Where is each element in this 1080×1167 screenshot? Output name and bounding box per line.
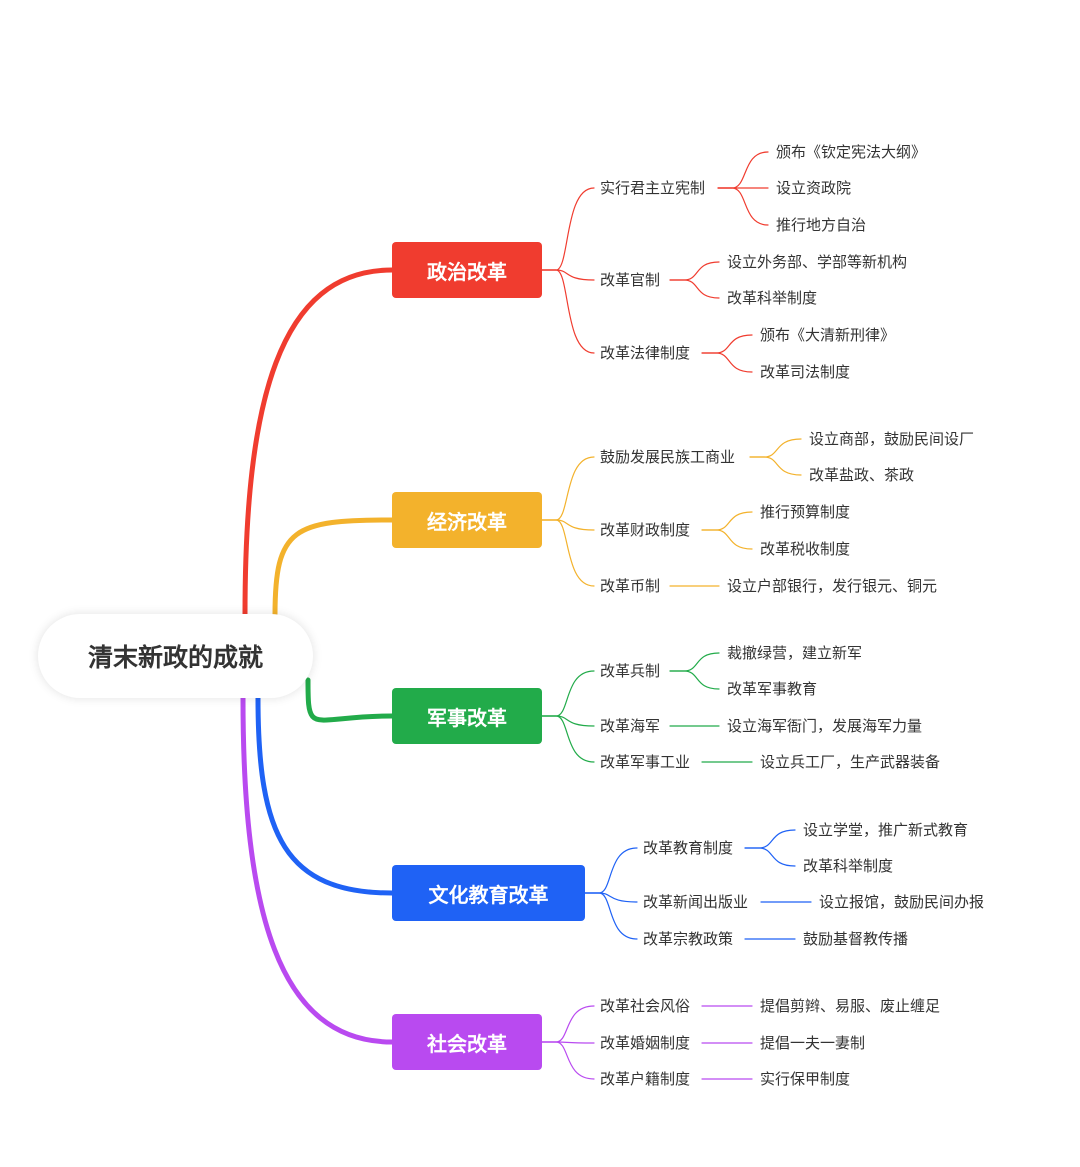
root-title: 清末新政的成就 <box>87 643 263 672</box>
branch-sub-connector <box>541 519 595 531</box>
sub-leaf-connector <box>701 511 753 531</box>
leaf-topic[interactable]: 设立海军衙门，发展海军力量 <box>727 717 923 735</box>
leaf-topic[interactable]: 提倡剪辫、易服、废止缠足 <box>760 997 941 1015</box>
subtopic[interactable]: 改革军事工业 <box>600 753 691 771</box>
leaf-topic[interactable]: 改革盐政、茶政 <box>809 466 915 484</box>
sub-leaf-connector <box>701 529 753 550</box>
sub-leaf-connector <box>717 151 769 189</box>
branch-sub-connector <box>541 187 595 271</box>
sub-leaf-connector <box>701 352 753 373</box>
leaf-topic[interactable]: 颁布《大清新刑律》 <box>760 326 896 344</box>
leaf-topic[interactable]: 设立资政院 <box>776 179 852 197</box>
branch-sub-connector <box>584 847 638 894</box>
leaf-topic[interactable]: 实行保甲制度 <box>760 1070 851 1088</box>
subtopic[interactable]: 改革币制 <box>600 577 661 595</box>
subtopic[interactable]: 改革教育制度 <box>643 839 734 857</box>
leaf-topic[interactable]: 设立兵工厂，生产武器装备 <box>760 753 941 771</box>
branch-topic[interactable]: 社会改革 <box>392 1014 542 1070</box>
sub-leaf-connector <box>744 829 796 849</box>
leaf-topic[interactable]: 裁撤绿营，建立新军 <box>727 644 863 662</box>
leaf-topic[interactable]: 设立商部，鼓励民间设厂 <box>809 430 975 448</box>
branch-sub-connector <box>541 269 595 281</box>
leaf-topic[interactable]: 推行地方自治 <box>776 216 867 234</box>
root-branch-connector <box>305 677 395 723</box>
root-branch-connector <box>240 695 395 1045</box>
subtopic[interactable]: 实行君主立宪制 <box>600 179 706 197</box>
branch-sub-connector <box>541 715 595 727</box>
subtopic[interactable]: 改革官制 <box>600 271 661 289</box>
sub-leaf-connector <box>669 279 720 299</box>
leaf-topic[interactable]: 改革司法制度 <box>760 363 851 381</box>
root-branch-connector <box>255 695 395 896</box>
root-branch-connector <box>242 267 395 618</box>
sub-leaf-connector <box>669 261 720 281</box>
subtopic[interactable]: 改革户籍制度 <box>600 1070 691 1088</box>
branch-sub-connector <box>541 519 595 587</box>
sub-leaf-connector <box>701 334 753 354</box>
branch-sub-connector <box>541 456 595 521</box>
branch-topic[interactable]: 经济改革 <box>392 492 542 548</box>
leaf-topic[interactable]: 改革税收制度 <box>760 540 851 558</box>
branch-label: 军事改革 <box>427 705 507 730</box>
branch-sub-connector <box>541 1005 595 1043</box>
branch-sub-connector <box>541 670 595 717</box>
branch-sub-connector <box>584 892 638 940</box>
branch-topic[interactable]: 政治改革 <box>392 242 542 298</box>
leaf-topic[interactable]: 设立报馆，鼓励民间办报 <box>819 893 985 911</box>
leaf-topic[interactable]: 提倡一夫一妻制 <box>760 1034 866 1052</box>
branch-sub-connector <box>541 1041 595 1080</box>
subtopic[interactable]: 改革兵制 <box>600 662 661 680</box>
branch-sub-connector <box>541 715 595 763</box>
branch-topic[interactable]: 军事改革 <box>392 688 542 744</box>
leaf-topic[interactable]: 改革科举制度 <box>803 857 894 875</box>
subtopic[interactable]: 改革财政制度 <box>600 521 691 539</box>
sub-leaf-connector <box>744 847 796 867</box>
subtopic[interactable]: 改革社会风俗 <box>600 997 691 1015</box>
subtopic[interactable]: 改革婚姻制度 <box>600 1034 691 1052</box>
leaf-topic[interactable]: 设立户部银行，发行银元、铜元 <box>727 577 938 595</box>
subtopic[interactable]: 改革宗教政策 <box>643 930 734 948</box>
sub-leaf-connector <box>717 187 769 226</box>
sub-leaf-connector <box>749 456 802 476</box>
leaf-topic[interactable]: 设立学堂，推广新式教育 <box>803 821 969 839</box>
branch-topic[interactable]: 文化教育改革 <box>392 865 585 921</box>
sub-leaf-connector <box>749 438 802 458</box>
leaf-topic[interactable]: 改革军事教育 <box>727 680 818 698</box>
leaf-topic[interactable]: 设立外务部、学部等新机构 <box>727 253 908 271</box>
subtopic[interactable]: 鼓励发展民族工商业 <box>600 448 736 466</box>
branch-label: 政治改革 <box>427 259 507 284</box>
leaf-topic[interactable]: 颁布《钦定宪法大纲》 <box>776 143 927 161</box>
branch-label: 文化教育改革 <box>428 882 549 907</box>
subtopic[interactable]: 改革法律制度 <box>600 344 691 362</box>
sub-leaf-connector <box>669 652 720 672</box>
leaf-topic[interactable]: 鼓励基督教传播 <box>803 930 909 948</box>
subtopic[interactable]: 改革海军 <box>600 717 661 735</box>
branch-sub-connector <box>584 892 638 903</box>
leaf-topic[interactable]: 推行预算制度 <box>760 503 851 521</box>
branch-sub-connector <box>541 269 595 354</box>
branch-label: 经济改革 <box>427 509 507 534</box>
leaf-topic[interactable]: 改革科举制度 <box>727 289 818 307</box>
branch-label: 社会改革 <box>427 1031 507 1056</box>
sub-leaf-connector <box>669 670 720 690</box>
root-branch-connector <box>272 517 395 618</box>
root-topic[interactable]: 清末新政的成就 <box>38 614 313 698</box>
subtopic[interactable]: 改革新闻出版业 <box>643 893 749 911</box>
